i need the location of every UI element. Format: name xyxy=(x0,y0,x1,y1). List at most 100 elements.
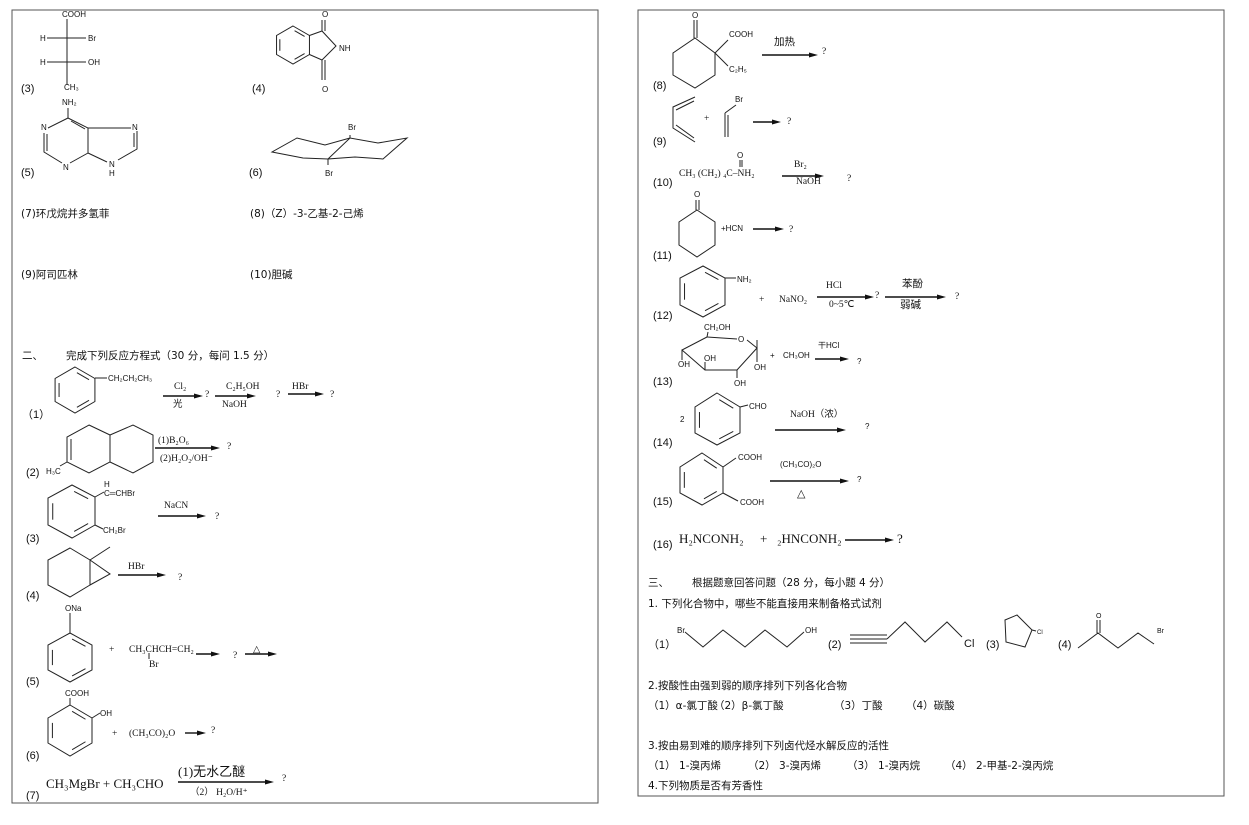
option: （2）β-氯丁酸 xyxy=(714,699,784,712)
bond xyxy=(89,546,111,561)
reagent: (1)无水乙醚 xyxy=(178,764,245,779)
substituent: NH₂ xyxy=(737,275,752,284)
right-page-frame xyxy=(637,9,1225,797)
reaction-label: (16) xyxy=(653,539,673,551)
plus-sign: + xyxy=(112,729,117,739)
reaction-label: (4) xyxy=(26,590,39,602)
reaction-label: (3) xyxy=(26,533,39,545)
reaction-13: (13) CH₂OH O OH OH OH OH + CH₃OH 干HCl ? xyxy=(653,323,862,388)
condition: 弱碱 xyxy=(900,299,921,311)
reaction-label: (15) xyxy=(653,496,673,508)
arrow-head xyxy=(937,294,946,300)
reaction-16: (16) H₂NCONH₂ + ₂HNCONH₂ ? xyxy=(653,531,903,551)
bond xyxy=(739,404,749,408)
atom-label: Br xyxy=(88,34,96,43)
benzene-ring xyxy=(694,392,741,446)
heat-symbol: △ xyxy=(253,645,261,655)
reagent: (CH₃CO)₂O xyxy=(129,728,175,739)
arrow-head xyxy=(809,52,818,58)
bond xyxy=(59,461,68,467)
atom-label: O xyxy=(322,85,328,94)
double-bond xyxy=(76,399,90,408)
atom-label: H xyxy=(40,34,46,43)
section-2-heading: 二、 完成下列反应方程式（30 分，每问 1.5 分） xyxy=(22,349,274,362)
atom-label: OH xyxy=(734,379,746,388)
atom-label: Br xyxy=(149,660,159,670)
section-number: 三、 xyxy=(648,577,669,589)
atom-label: CH₃ xyxy=(64,83,79,92)
reaction-5: (5) ONa + CH₃CHCH=CH₂ Br ? △ xyxy=(26,604,261,688)
substituent: CHO xyxy=(749,402,767,411)
product-unknown: ? xyxy=(178,573,182,583)
arrow-head xyxy=(265,779,274,785)
reagent: 干HCl xyxy=(818,341,840,350)
reactants: CH₃MgBr + CH₃CHO xyxy=(46,776,164,791)
item-3-label: (3) xyxy=(21,83,34,95)
bond xyxy=(714,52,729,67)
arrow-head xyxy=(815,173,824,179)
double-bond xyxy=(71,638,86,647)
atom-label: OH xyxy=(88,58,100,67)
item-9-text: (9)阿司匹林 xyxy=(21,268,78,281)
substituent: COOH xyxy=(738,453,762,462)
atom-label: N xyxy=(63,163,69,172)
butadiene xyxy=(672,96,696,143)
product-unknown: ? xyxy=(955,292,959,302)
atom-label: COOH xyxy=(62,10,86,19)
product-unknown: ? xyxy=(211,726,215,736)
product-unknown: ? xyxy=(282,774,286,784)
cyclohexene-ring xyxy=(66,424,111,474)
reaction-4: (4) HBr ? xyxy=(26,562,182,602)
bond xyxy=(706,336,738,340)
section-title: 完成下列反应方程式（30 分，每问 1.5 分） xyxy=(66,349,274,362)
benzene-ring xyxy=(679,265,726,318)
double-bond xyxy=(294,30,305,37)
reaction-label: (11) xyxy=(653,250,672,262)
arrow-head xyxy=(772,119,781,125)
atom-label: N xyxy=(109,160,115,169)
reagent: 苯酚 xyxy=(902,277,923,290)
atom-label: N xyxy=(132,123,138,132)
item-6-label: (6) xyxy=(249,167,262,179)
plus-sign: + xyxy=(109,645,114,655)
reaction-label: (6) xyxy=(26,750,39,762)
substituent: CH₂Br xyxy=(103,526,126,535)
product-unknown: ? xyxy=(857,357,862,366)
bromopentanone-chain xyxy=(1077,632,1155,649)
substituent: H₃C xyxy=(46,467,61,476)
reagent: （2） H₂O/H⁺ xyxy=(190,786,248,798)
structure-bonds xyxy=(43,19,1155,785)
plus-sign: + xyxy=(760,531,767,546)
reaction-8: (8) O COOH C₂H₅ 加热 ? xyxy=(653,11,826,92)
product-unknown: ? xyxy=(875,291,879,301)
double-bond xyxy=(719,399,734,409)
atom-label: Br xyxy=(677,626,685,635)
arrow-head xyxy=(211,445,220,451)
substituent: C₂H₅ xyxy=(729,65,747,74)
reagent: NaOH（浓） xyxy=(790,408,843,420)
atom-label: Br xyxy=(1157,628,1165,635)
atom-label: Cl xyxy=(1037,630,1043,636)
bond xyxy=(91,712,101,719)
reagent: C₂H₅OH xyxy=(226,382,260,392)
atom-label: OH xyxy=(805,626,817,635)
atom-label: O xyxy=(737,151,743,160)
plus-sign: + xyxy=(759,295,764,305)
benzene-ring xyxy=(679,452,724,506)
substituent: C═CHBr xyxy=(104,489,135,498)
reagent: (1)B₂O₆ xyxy=(158,435,189,446)
substituent: CH₂OH xyxy=(704,323,731,332)
reaction-label: （1） xyxy=(22,408,50,421)
reagent: NaOH xyxy=(222,400,247,410)
cyclopentane-ring xyxy=(1004,614,1033,648)
option: （4）碳酸 xyxy=(906,699,955,712)
benzene-ring xyxy=(54,366,96,414)
atom-label: O xyxy=(1096,613,1102,620)
cyclohexanone-ring xyxy=(678,209,716,258)
product-unknown: ? xyxy=(865,422,870,431)
product-unknown: ? xyxy=(330,390,334,400)
arrow-head xyxy=(315,391,324,397)
product-unknown: ? xyxy=(205,390,209,400)
reaction-label: (14) xyxy=(653,437,673,449)
